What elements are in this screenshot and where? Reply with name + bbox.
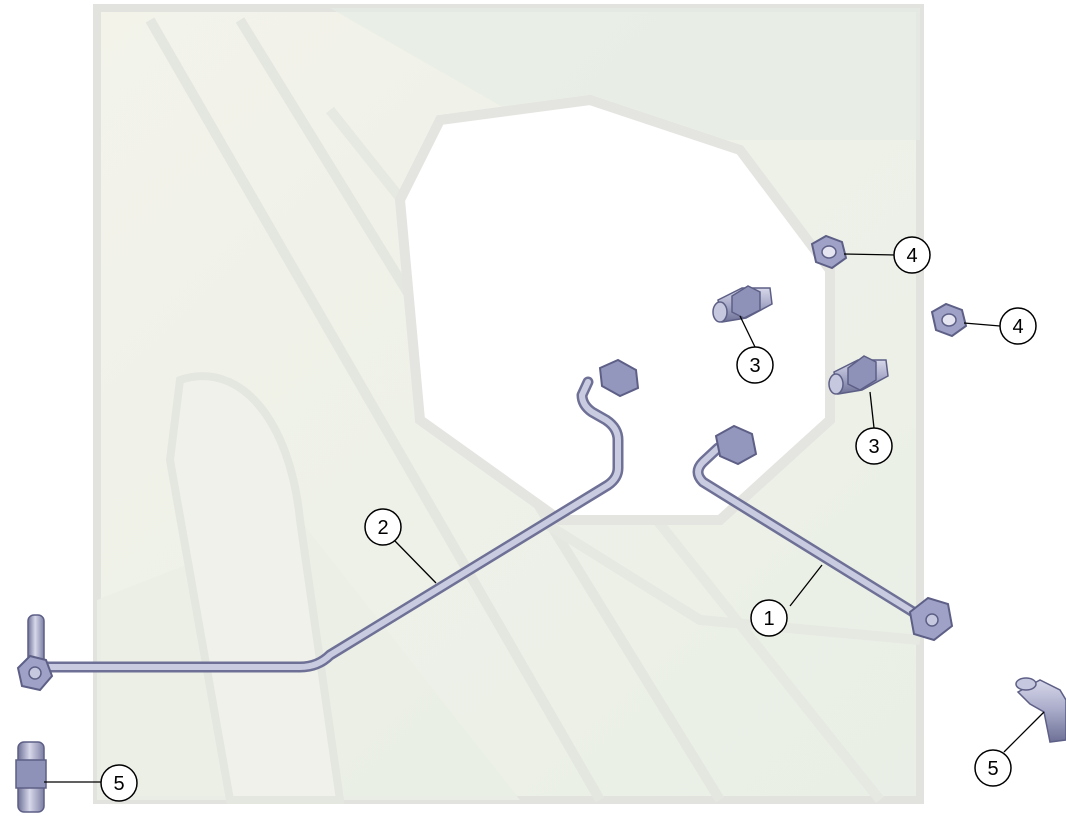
watermark-background xyxy=(93,4,924,804)
adapter-fitting-3a xyxy=(712,285,773,323)
leader-lines xyxy=(44,253,1045,783)
callout-3a: 3 xyxy=(736,346,774,384)
callout-1: 1 xyxy=(750,599,788,637)
callout-4a-label: 4 xyxy=(906,245,917,267)
callout-2-label: 2 xyxy=(377,517,388,539)
callout-4b: 4 xyxy=(999,307,1037,345)
callout-4a: 4 xyxy=(893,236,931,274)
adapter-fitting-3b xyxy=(828,355,889,395)
callout-5a-label: 5 xyxy=(113,773,124,795)
hex-nut-4b xyxy=(930,302,968,338)
callout-3b-label: 3 xyxy=(868,436,879,458)
tube-part-1 xyxy=(692,424,954,642)
callout-3b: 3 xyxy=(855,427,893,465)
callout-1-label: 1 xyxy=(763,608,774,630)
callout-5b-label: 5 xyxy=(987,758,998,780)
tube-part-2 xyxy=(16,358,640,692)
callout-3a-label: 3 xyxy=(749,355,760,377)
callout-2: 2 xyxy=(364,508,402,546)
callout-5a: 5 xyxy=(100,764,138,802)
elbow-fitting-5b xyxy=(1015,677,1066,743)
callout-5b: 5 xyxy=(974,749,1012,787)
hex-nut-4a xyxy=(810,234,848,270)
straight-fitting-5a xyxy=(15,741,47,813)
callout-4b-label: 4 xyxy=(1012,316,1023,338)
